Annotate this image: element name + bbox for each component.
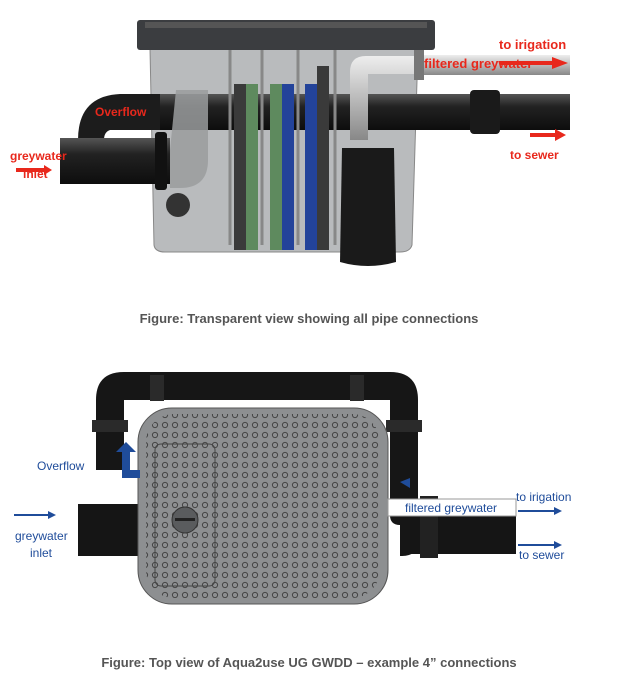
figure1-caption: Figure: Transparent view showing all pip… <box>139 311 479 326</box>
label-greywater-2: greywater <box>15 529 68 543</box>
label-greywater: greywater <box>10 149 67 163</box>
label-to-sewer: to sewer <box>510 148 559 162</box>
label-to-irigation: to irigation <box>499 37 567 52</box>
label-filtered-greywater-2: filtered greywater <box>405 501 498 515</box>
label-inlet-2: inlet <box>30 546 53 560</box>
figure2-caption: Figure: Top view of Aqua2use UG GWDD – e… <box>101 655 517 670</box>
label-inlet: inlet <box>23 167 48 181</box>
label-to-irigation-2: to irigation <box>516 490 572 504</box>
figure1-illustration <box>16 20 570 266</box>
label-overflow-2: Overflow <box>37 459 85 473</box>
label-to-sewer-2: to sewer <box>519 548 565 562</box>
label-overflow: Overflow <box>95 105 147 119</box>
label-filtered-greywater: filtered greywater <box>424 56 533 71</box>
